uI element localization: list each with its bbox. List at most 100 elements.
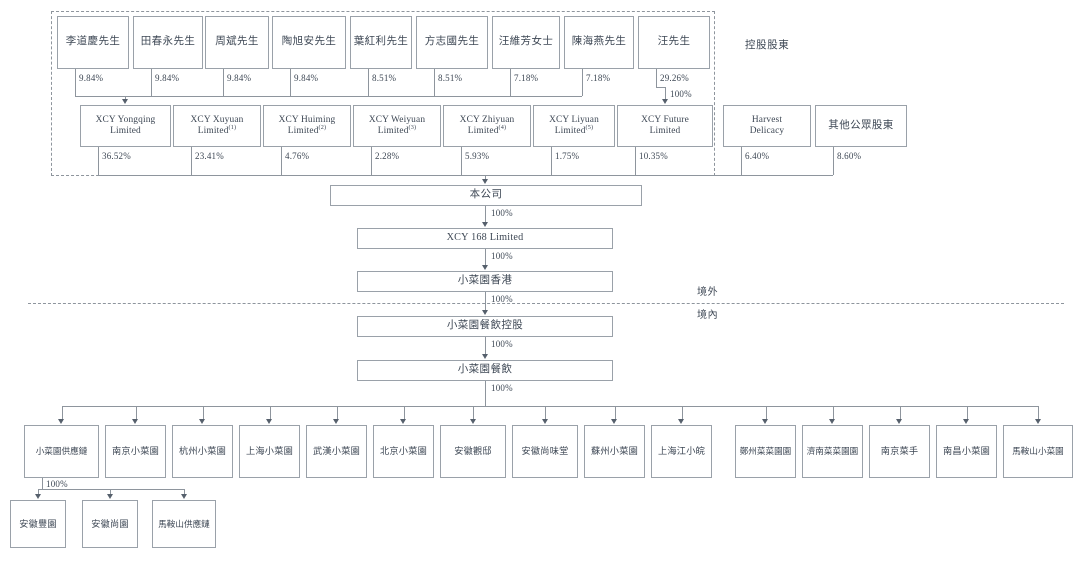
connector-line: [290, 69, 291, 96]
connector-line: [38, 489, 184, 490]
operating-subsidiary-box[interactable]: 鄭州菜菜園園: [735, 425, 796, 478]
connector-line: [765, 406, 767, 420]
operating-subsidiary-name: 上海小菜園: [246, 446, 293, 457]
arrow-head: [481, 179, 488, 184]
connector-line: [98, 147, 99, 175]
spine-entity-box[interactable]: 本公司: [330, 185, 642, 206]
spine-entity-box[interactable]: XCY 168 Limited: [357, 228, 613, 249]
tier4-subsidiary-name: 安徽尚園: [91, 518, 129, 529]
connector-line: [656, 69, 657, 87]
tier4-subsidiary-name: 安徽豐園: [19, 518, 57, 529]
connector-line: [151, 69, 152, 96]
footnote-marker: (1): [228, 123, 237, 131]
arrow-head: [58, 419, 64, 424]
connector-line: [833, 147, 834, 175]
connector-line: [635, 147, 636, 175]
connector-line: [75, 96, 582, 97]
connector-line: [485, 337, 486, 355]
operating-subsidiary-box[interactable]: 南京菜手: [869, 425, 930, 478]
operating-subsidiary-box[interactable]: 南昌小菜園: [936, 425, 997, 478]
footnote-marker: (5): [585, 123, 594, 131]
operating-subsidiary-box[interactable]: 蘇州小菜園: [584, 425, 645, 478]
arrow-head: [469, 419, 476, 424]
operating-subsidiary-box[interactable]: 上海江小皖: [651, 425, 712, 478]
ownership-pct: 2.28%: [375, 151, 400, 161]
controlling-shareholder-caption: 控股股東: [745, 40, 790, 51]
operating-subsidiary-box[interactable]: 濟南菜菜園園: [802, 425, 863, 478]
shareholder-name: 汪維芳女士: [498, 36, 554, 48]
shareholder-box[interactable]: 周斌先生: [205, 16, 269, 69]
public-shareholder-name: 其他公眾股東: [828, 119, 894, 131]
shareholder-name: 周斌先生: [215, 36, 259, 48]
operating-subsidiary-box[interactable]: 安徽尚味堂: [512, 425, 578, 478]
operating-subsidiary-name: 安徽尚味堂: [521, 446, 569, 457]
connector-line: [269, 406, 271, 420]
operating-subsidiary-box[interactable]: 安徽觀邸: [440, 425, 506, 478]
spine-entity-name: 小菜園香港: [457, 275, 513, 287]
public-shareholder-box[interactable]: 其他公眾股東: [815, 105, 907, 147]
shareholder-box[interactable]: 汪先生: [638, 16, 710, 69]
shareholder-box[interactable]: 葉紅利先生: [350, 16, 412, 69]
spine-entity-box[interactable]: 小菜園餐飲控股: [357, 316, 613, 337]
shareholder-box[interactable]: 陳海燕先生: [564, 16, 634, 69]
shareholder-box[interactable]: 汪維芳女士: [492, 16, 560, 69]
shareholder-pct: 9.84%: [227, 73, 252, 83]
shareholder-pct: 9.84%: [294, 73, 319, 83]
shareholder-box[interactable]: 李道慶先生: [57, 16, 129, 69]
footnote-marker: (3): [408, 123, 417, 131]
connector-line: [582, 69, 583, 96]
shareholder-name: 陳海燕先生: [571, 36, 627, 48]
arrow-head: [481, 354, 488, 359]
arrow-head: [121, 99, 128, 104]
arrow-head: [762, 419, 768, 424]
arrow-head: [678, 419, 684, 424]
operating-subsidiary-box[interactable]: 杭州小菜園: [172, 425, 233, 478]
tier4-subsidiary-box[interactable]: 安徽豐園: [10, 500, 66, 548]
connector-line: [551, 147, 552, 175]
arrow-head: [481, 310, 488, 315]
spine-entity-box[interactable]: 小菜園餐飲: [357, 360, 613, 381]
shareholder-box[interactable]: 方志國先生: [416, 16, 488, 69]
spine-entity-box[interactable]: 小菜園香港: [357, 271, 613, 292]
tier4-subsidiary-box[interactable]: 馬鞍山供應鏈: [152, 500, 216, 548]
spine-pct: 100%: [491, 208, 513, 218]
connector-line: [665, 87, 666, 100]
operating-subsidiary-name: 武漢小菜園: [313, 446, 360, 457]
shareholder-box[interactable]: 田春永先生: [133, 16, 203, 69]
shareholder-pct: 7.18%: [514, 73, 539, 83]
ownership-pct: 1.75%: [555, 151, 580, 161]
operating-subsidiary-box[interactable]: 武漢小菜園: [306, 425, 367, 478]
shareholder-box[interactable]: 陶旭安先生: [272, 16, 346, 69]
operating-subsidiary-box[interactable]: 馬鞍山小菜園: [1003, 425, 1073, 478]
supply-chain-pct: 100%: [46, 479, 68, 489]
spine-pct: 100%: [491, 294, 513, 304]
ownership-pct: 10.35%: [639, 151, 668, 161]
connector-line: [61, 406, 1038, 407]
connector-line: [614, 406, 616, 420]
connector-line: [461, 147, 462, 175]
operating-subsidiary-box[interactable]: 小菜園供應鏈: [24, 425, 99, 478]
tier4-subsidiary-box[interactable]: 安徽尚園: [82, 500, 138, 548]
arrow-head: [199, 419, 205, 424]
operating-subsidiary-name: 小菜園供應鏈: [35, 446, 88, 457]
arrow-head: [106, 494, 113, 499]
operating-subsidiary-name: 馬鞍山小菜園: [1012, 446, 1064, 457]
arrow-head: [661, 99, 668, 104]
connector-line: [42, 478, 43, 489]
operating-subsidiary-box[interactable]: 南京小菜園: [105, 425, 166, 478]
operating-subsidiary-box[interactable]: 北京小菜園: [373, 425, 434, 478]
operating-subsidiary-box[interactable]: 上海小菜園: [239, 425, 300, 478]
shareholder-name: 汪先生: [657, 36, 691, 48]
connector-line: [110, 489, 111, 495]
